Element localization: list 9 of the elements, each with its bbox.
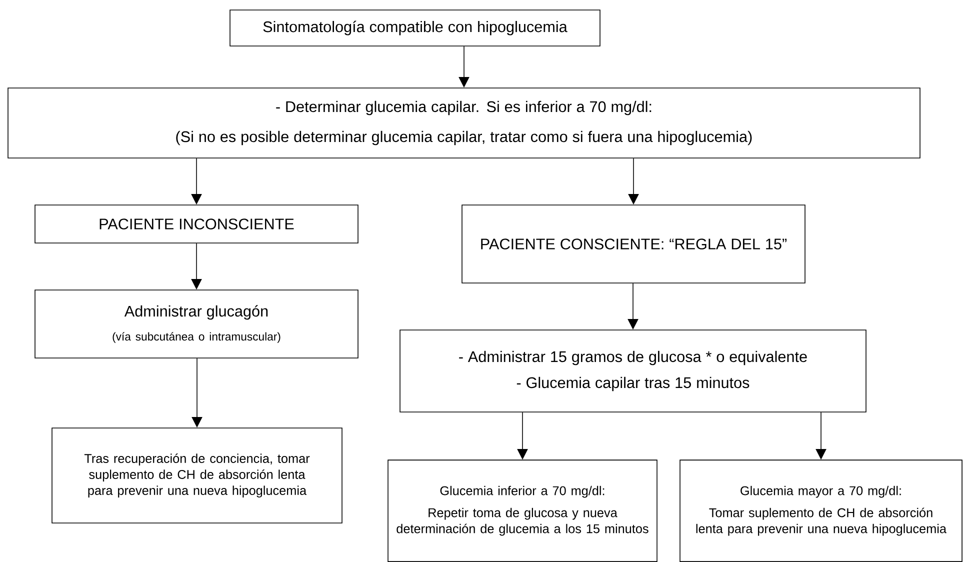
- flow-box: PACIENTE CONSCIENTE: “REGLA DEL 15”: [462, 204, 806, 284]
- flow-box: Sintomatología compatible con hipoglucemia: [230, 10, 600, 46]
- flow-box: Glucemia inferior a 70 mg/dl: Repetir toma de glucosa y nueva determinación de glucemia a los 15 minutos: [388, 460, 658, 562]
- flow-box: PACIENTE INCONSCIENTE: [34, 204, 358, 244]
- flow-box: Tras recuperación de conciencia, tomar suplemento de CH de absorción lenta para prevenir una nueva hipoglucemia: [52, 428, 342, 524]
- flow-box: Administrar glucagón (vía subcutánea o intramuscular): [34, 290, 358, 358]
- flow-box: - Administrar 15 gramos de glucosa * o equivalente - Glucemia capilar tras 15 minutos: [400, 330, 866, 412]
- flow-box: - Determinar glucemia capilar. Si es inferior a 70 mg/dl: (Si no es posible determinar glucemia capilar, tratar como si fuera una hipoglucemia): [8, 88, 920, 158]
- flow-box: Glucemia mayor a 70 mg/dl: Tomar suplemento de CH de absorción lenta para prevenir una nueva hipoglucemia: [680, 460, 962, 562]
